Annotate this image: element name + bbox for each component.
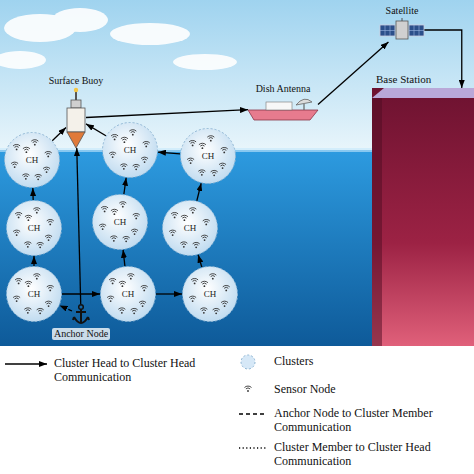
legend-item: Sensor Node — [238, 382, 464, 398]
sensor-node-icons — [109, 130, 150, 171]
node-label: Surface Buoy — [49, 75, 104, 87]
cluster-circle: CH — [92, 194, 148, 250]
sensor-node-icons — [169, 208, 210, 249]
communication-link — [123, 250, 125, 266]
legend-sample — [238, 382, 268, 398]
legend-sample — [238, 440, 268, 456]
anchor-shape — [72, 304, 90, 326]
node-label: Anchor Node — [52, 328, 110, 340]
cluster-head-label: CH — [184, 223, 197, 233]
cluster-head-label: CH — [202, 151, 215, 161]
sensor-node-icons — [11, 140, 52, 181]
anchor-node: Anchor Node — [72, 304, 90, 326]
sensor-node-icons — [187, 136, 228, 177]
cluster-circle: CH — [102, 122, 158, 178]
ship-shape — [248, 96, 318, 120]
dish-antenna: Dish Antenna — [248, 96, 318, 120]
cluster-head-label: CH — [114, 217, 127, 227]
communication-link — [52, 128, 66, 141]
communication-link — [158, 152, 180, 154]
legend-label: Cluster Member to Cluster Head Communica… — [274, 440, 464, 469]
communication-link — [32, 188, 34, 200]
communication-link — [198, 255, 202, 267]
sensor-node-icons — [107, 274, 148, 315]
sat-shape — [380, 18, 424, 42]
legend-swatch — [241, 355, 255, 369]
cluster-head-label: CH — [26, 155, 39, 165]
satellite: Satellite — [380, 18, 424, 42]
cluster-head-label: CH — [122, 289, 135, 299]
cluster-circle: CH — [182, 266, 238, 322]
cluster-circle: CH — [180, 128, 236, 184]
node-label: Dish Antenna — [256, 83, 311, 95]
buoy-shape — [66, 88, 86, 148]
communication-link — [156, 293, 182, 294]
legend-item: Anchor Node to Cluster Member Communicat… — [238, 406, 464, 435]
legend-label: Clusters — [274, 354, 464, 368]
cluster-head-label: CH — [28, 289, 41, 299]
legend-label: Anchor Node to Cluster Member Communicat… — [274, 406, 464, 435]
base-shape — [372, 88, 474, 346]
clouds — [0, 8, 237, 70]
communication-link — [86, 124, 106, 136]
communication-link — [77, 148, 81, 304]
node-label: Base Station — [376, 73, 431, 86]
cluster-head-label: CH — [124, 145, 137, 155]
legend-item: Cluster Head to Cluster Head Communicati… — [4, 356, 226, 385]
sensor-node-icons — [13, 208, 54, 249]
cluster-head-label: CH — [28, 223, 41, 233]
legend-ground — [0, 346, 474, 474]
anchor-link — [60, 305, 72, 311]
surface-buoy: Surface Buoy — [66, 88, 86, 148]
legend-item: Cluster Member to Cluster Head Communica… — [238, 440, 464, 469]
cluster-circle: CH — [4, 132, 60, 188]
sensor-node-icons — [99, 202, 140, 243]
legend-sample — [4, 356, 48, 372]
cluster-circle: CH — [6, 200, 62, 256]
legend-sample — [238, 406, 268, 422]
communication-link — [33, 256, 34, 266]
cluster-circle: CH — [162, 200, 218, 256]
communication-link — [86, 110, 248, 118]
legend-item: Clusters — [238, 354, 464, 370]
legend-sample — [238, 354, 268, 370]
legend-label: Sensor Node — [274, 382, 464, 396]
node-label: Satellite — [386, 5, 419, 17]
sensor-node-icons — [189, 274, 230, 315]
communication-link — [197, 183, 201, 201]
legend-label: Cluster Head to Cluster Head Communicati… — [54, 356, 226, 385]
sensor-node-icons — [13, 274, 54, 315]
cluster-circle: CH — [6, 266, 62, 322]
communication-link — [124, 178, 126, 195]
base-station: Base Station — [372, 88, 474, 346]
cluster-head-label: CH — [204, 289, 217, 299]
cluster-circle: CH — [100, 266, 156, 322]
